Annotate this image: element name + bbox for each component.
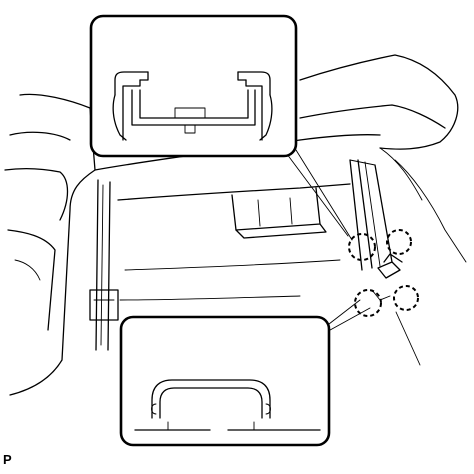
clip-marker-lower-right xyxy=(393,285,419,311)
clip-marker-upper-left xyxy=(348,233,376,261)
seat-and-console-illustration xyxy=(4,54,467,396)
upper-clip-detail-callout xyxy=(89,14,298,158)
figure-label: P xyxy=(3,452,12,467)
lower-clip-detail-callout xyxy=(119,315,331,447)
clip-location-markers xyxy=(348,229,419,317)
clip-marker-lower-left xyxy=(354,289,382,317)
clip-marker-upper-right xyxy=(386,229,412,255)
